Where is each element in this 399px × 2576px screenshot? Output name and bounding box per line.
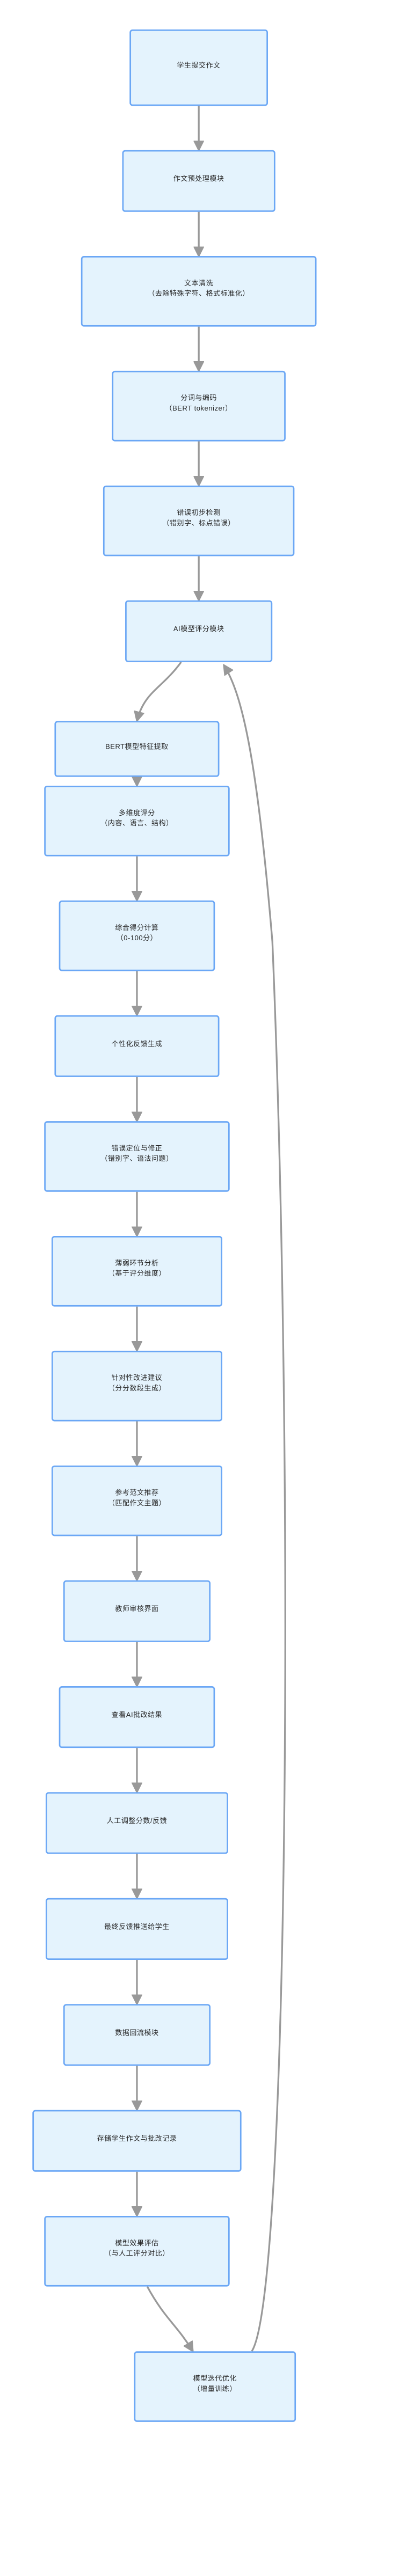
- node-line-2: （增量训练）: [193, 2387, 237, 2394]
- node-line-1: 错误定位与修正: [111, 1146, 163, 1154]
- node-data-feedback-module[interactable]: 数据回流模块: [63, 2004, 211, 2066]
- node-line-2: （匹配作文主题）: [107, 1501, 166, 1509]
- node-multi-dimension-scoring[interactable]: 多维度评分 （内容、语言、结构）: [44, 786, 230, 857]
- node-composite-score-calculation[interactable]: 综合得分计算 （0-100分）: [59, 900, 215, 971]
- node-line-1: 最终反馈推送给学生: [104, 1923, 170, 1931]
- node-line-1: 学生提交作文: [177, 62, 221, 70]
- edge-n22-n6-loop: [224, 665, 286, 2352]
- node-model-essay-recommendation[interactable]: 参考范文推荐 （匹配作文主题）: [51, 1465, 222, 1536]
- node-error-localization-and-correction[interactable]: 错误定位与修正 （错别字、语法问题）: [44, 1121, 230, 1192]
- edge-n6-n7: [137, 661, 182, 721]
- node-line-1: AI模型评分模块: [173, 626, 224, 634]
- node-line-1: 文本清洗: [184, 281, 214, 289]
- edge-n21-n22: [146, 2286, 193, 2352]
- node-line-1: 查看AI批改结果: [111, 1712, 163, 1719]
- node-line-1: 综合得分计算: [115, 925, 159, 933]
- node-line-1: 分词与编码: [180, 396, 217, 404]
- node-line-1: 参考范文推荐: [115, 1490, 159, 1498]
- node-line-1: 错误初步检测: [177, 510, 221, 518]
- node-personalized-feedback-generation[interactable]: 个性化反馈生成: [54, 1015, 220, 1077]
- node-weak-point-analysis[interactable]: 薄弱环节分析 （基于评分维度）: [51, 1236, 222, 1307]
- node-line-1: 教师审核界面: [115, 1606, 159, 1614]
- node-line-1: 人工调整分数/反馈: [106, 1818, 168, 1826]
- node-line-2: （基于评分维度）: [107, 1271, 166, 1279]
- node-teacher-review-interface[interactable]: 教师审核界面: [63, 1580, 211, 1642]
- node-line-1: 薄弱环节分析: [115, 1261, 159, 1269]
- node-final-feedback-to-student[interactable]: 最终反馈推送给学生: [45, 1898, 228, 1960]
- node-line-1: 针对性改进建议: [111, 1375, 163, 1384]
- node-line-2: （错别字、标点错误）: [162, 521, 235, 529]
- node-line-2: （BERT tokenizer）: [165, 406, 233, 414]
- node-student-submit-essay[interactable]: 学生提交作文: [129, 29, 268, 106]
- node-bert-feature-extraction[interactable]: BERT模型特征提取: [54, 721, 220, 777]
- node-line-2: （内容、语言、结构）: [100, 821, 173, 829]
- node-line-2: （分分数段生成）: [107, 1386, 166, 1394]
- node-line-1: 个性化反馈生成: [111, 1041, 163, 1049]
- node-targeted-improvement-suggestions[interactable]: 针对性改进建议 （分分数段生成）: [51, 1350, 222, 1422]
- node-line-1: 数据回流模块: [115, 2030, 159, 2038]
- node-store-essays-and-grading-records[interactable]: 存储学生作文与批改记录: [32, 2110, 242, 2172]
- node-line-2: （错别字、语法问题）: [100, 1156, 173, 1164]
- node-manual-adjust-score-feedback[interactable]: 人工调整分数/反馈: [45, 1792, 228, 1854]
- node-line-2: （与人工评分对比）: [104, 2251, 170, 2259]
- node-line-1: 存储学生作文与批改记录: [97, 2135, 177, 2143]
- node-text-cleaning[interactable]: 文本清洗 （去除特殊字符、格式标准化）: [81, 256, 317, 327]
- node-line-1: 模型迭代优化: [193, 2376, 237, 2384]
- node-view-ai-grading-result[interactable]: 查看AI批改结果: [59, 1686, 215, 1748]
- node-line-2: （去除特殊字符、格式标准化）: [148, 291, 250, 299]
- node-line-1: 多维度评分: [119, 811, 155, 818]
- node-model-iterative-optimization[interactable]: 模型迭代优化 （增量训练）: [134, 2351, 296, 2422]
- node-line-1: BERT模型特征提取: [105, 744, 169, 751]
- node-line-1: 作文预处理模块: [173, 175, 224, 184]
- node-model-effect-evaluation[interactable]: 模型效果评估 （与人工评分对比）: [44, 2215, 230, 2287]
- node-essay-preprocessing-module[interactable]: 作文预处理模块: [122, 150, 275, 212]
- node-ai-scoring-module[interactable]: AI模型评分模块: [125, 600, 273, 662]
- node-tokenize-and-encode[interactable]: 分词与编码 （BERT tokenizer）: [112, 370, 286, 442]
- node-line-1: 模型效果评估: [115, 2241, 159, 2249]
- node-line-2: （0-100分）: [116, 935, 158, 943]
- node-preliminary-error-detection[interactable]: 错误初步检测 （错别字、标点错误）: [103, 485, 295, 557]
